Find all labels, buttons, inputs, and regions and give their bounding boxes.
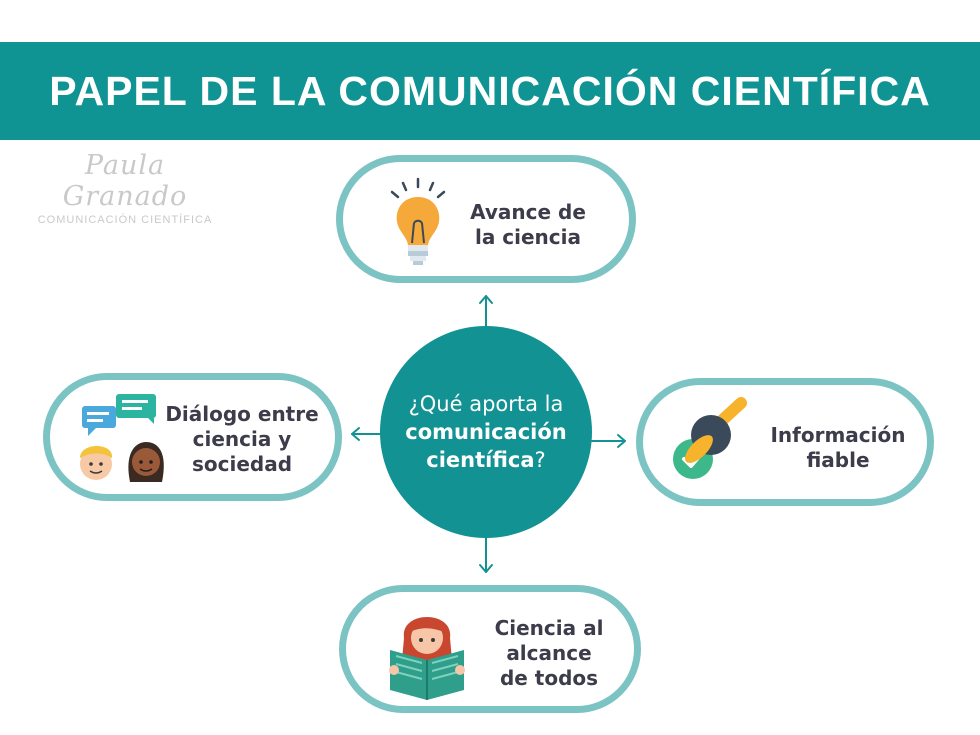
brand-subtitle: COMUNICACIÓN CIENTÍFICA bbox=[37, 214, 213, 226]
node-avance-ciencia: Avance de la ciencia bbox=[336, 155, 636, 283]
approval-stamp-icon bbox=[665, 395, 755, 490]
central-question: ¿Qué aporta la comunicación científica? bbox=[380, 326, 592, 538]
arrow-right-head bbox=[617, 434, 626, 448]
reading-girl-icon bbox=[382, 598, 472, 707]
people-dialogue-icon bbox=[74, 392, 174, 493]
node-ciencia-alcance: Ciencia al alcance de todos bbox=[339, 585, 641, 713]
node-label-top: Avance de la ciencia bbox=[470, 200, 586, 249]
arrow-left-head bbox=[351, 427, 360, 441]
center-line-2: comunicación bbox=[405, 420, 567, 444]
center-question-mark: ? bbox=[534, 448, 546, 472]
lightbulb-icon bbox=[383, 177, 453, 272]
arrow-up-head bbox=[479, 295, 493, 304]
node-informacion-fiable: Información fiable bbox=[636, 378, 934, 506]
node-label-right: Información fiable bbox=[770, 423, 906, 472]
brand-logo: Paula Granado COMUNICACIÓN CIENTÍFICA bbox=[34, 150, 216, 226]
brand-name: Paula Granado bbox=[62, 150, 188, 212]
center-line-1: ¿Qué aporta la bbox=[408, 392, 564, 416]
center-line-3: científica bbox=[426, 448, 535, 472]
node-dialogo: Diálogo entre ciencia y sociedad bbox=[43, 373, 342, 501]
node-label-left: Diálogo entre ciencia y sociedad bbox=[165, 402, 319, 476]
title-banner: PAPEL DE LA COMUNICACIÓN CIENTÍFICA bbox=[0, 42, 980, 140]
page-title: PAPEL DE LA COMUNICACIÓN CIENTÍFICA bbox=[49, 67, 931, 114]
node-label-bottom: Ciencia al alcance de todos bbox=[494, 616, 604, 690]
arrow-down-head bbox=[479, 564, 493, 573]
